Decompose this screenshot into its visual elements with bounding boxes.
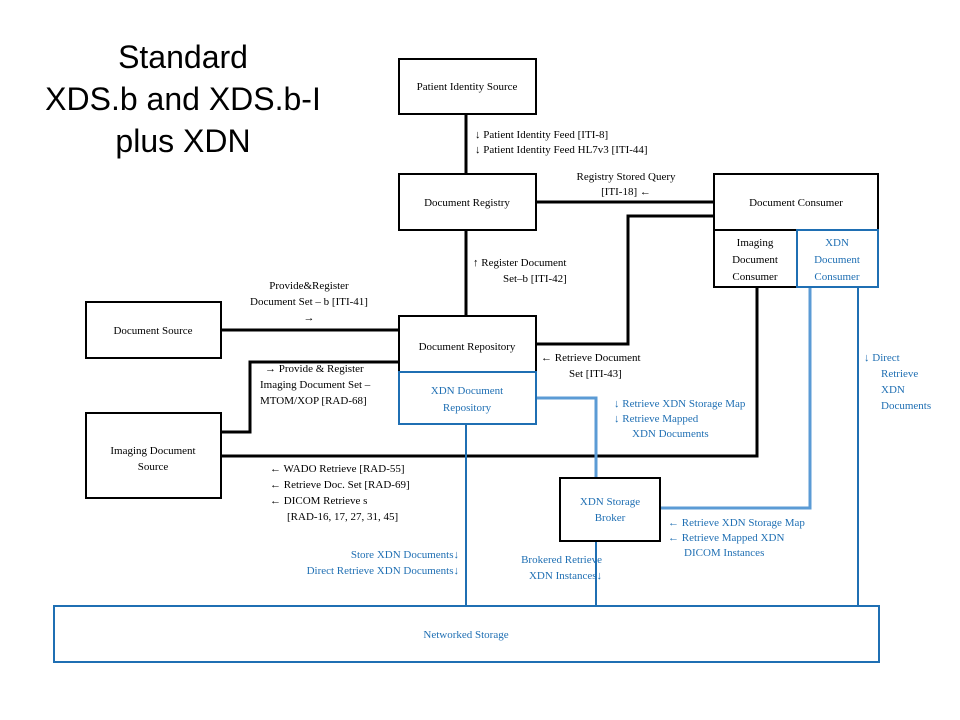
xdn-document-consumer-line-2: Document [814, 254, 860, 266]
label-provide-register-3: → [304, 312, 315, 324]
label-retrieve-xdn-storage-map-2c: DICOM Instances [684, 547, 764, 559]
label-store-xdn-documents-1: Store XDN Documents↓ [351, 549, 459, 561]
label-wado-retrieve-2: ← Retrieve Doc. Set [RAD-69] [270, 479, 410, 491]
document-source-label: Document Source [113, 325, 192, 337]
xdn-storage-broker-line-2: Broker [595, 512, 626, 524]
box-document-consumer: Document Consumer Imaging Document Consu… [713, 173, 879, 288]
label-retrieve-document-set-2: Set [ITI-43] [569, 368, 622, 380]
imaging-document-consumer-line-1: Imaging [737, 237, 774, 249]
diagram-title-line-2: XDS.b and XDS.b-I [45, 81, 321, 117]
xdn-document-repository-line-2: Repository [443, 402, 492, 414]
label-brokered-retrieve-1: Brokered Retrieve [521, 554, 602, 566]
imaging-document-source-line-1: Imaging Document [110, 445, 195, 457]
label-wado-retrieve-3: ← DICOM Retrieve s [270, 495, 367, 507]
label-registry-stored-query-1: Registry Stored Query [577, 171, 676, 183]
label-store-xdn-documents-2: Direct Retrieve XDN Documents↓ [307, 565, 459, 577]
label-brokered-retrieve-2: XDN Instances↓ [529, 570, 602, 582]
imaging-document-consumer-line-2: Document [732, 254, 778, 266]
label-direct-retrieve-xdn-3: XDN [881, 384, 905, 396]
label-provide-register-1: Provide&Register [269, 280, 349, 292]
diagram-title-line-3: plus XDN [115, 123, 250, 159]
label-retrieve-xdn-storage-map-2a: ← Retrieve XDN Storage Map [668, 517, 805, 529]
document-repository-label: Document Repository [419, 341, 516, 353]
xdn-document-consumer-line-3: Consumer [814, 271, 860, 283]
label-provide-register-imaging-1: → Provide & Register [265, 363, 364, 375]
document-registry-label: Document Registry [424, 197, 510, 209]
label-direct-retrieve-xdn-1: ↓ Direct [864, 352, 900, 364]
label-retrieve-xdn-storage-map-2b: ← Retrieve Mapped XDN [668, 532, 784, 544]
label-patient-identity-feed-1: ↓ Patient Identity Feed [ITI-8] [475, 129, 608, 141]
box-document-registry: Document Registry [398, 173, 537, 231]
label-retrieve-xdn-storage-map-1c: XDN Documents [632, 428, 709, 440]
line-imgsource-repository [221, 360, 399, 434]
label-direct-retrieve-xdn-4: Documents [881, 400, 931, 412]
label-provide-register-2: Document Set – b [ITI-41] [250, 296, 368, 308]
box-document-repository: Document Repository XDN Document Reposit… [398, 315, 537, 425]
connectors-black [221, 114, 759, 458]
label-provide-register-imaging-3: MTOM/XOP [RAD-68] [260, 395, 367, 407]
label-registry-stored-query-2: [ITI-18] ← [601, 186, 651, 198]
label-provide-register-imaging-2: Imaging Document Set – [260, 379, 371, 391]
label-retrieve-xdn-storage-map-1a: ↓ Retrieve XDN Storage Map [614, 398, 746, 410]
box-imaging-document-source: Imaging Document Source [85, 412, 222, 499]
diagram-title-line-1: Standard [118, 39, 248, 75]
box-patient-identity-source: Patient Identity Source [398, 58, 537, 115]
xdn-document-consumer-line-1: XDN [825, 237, 849, 249]
label-patient-identity-feed-2: ↓ Patient Identity Feed HL7v3 [ITI-44] [475, 144, 648, 156]
line-repository-consumer [536, 214, 714, 346]
line-broker-xdnconsumer [660, 287, 812, 510]
line-imgsource-imgconsumer [221, 287, 759, 458]
imaging-document-consumer-line-3: Consumer [732, 271, 778, 283]
xdn-storage-broker-line-1: XDN Storage [580, 496, 640, 508]
networked-storage-label: Networked Storage [423, 629, 508, 641]
label-direct-retrieve-xdn-2: Retrieve [881, 368, 918, 380]
patient-identity-source-label: Patient Identity Source [417, 81, 518, 93]
document-consumer-label: Document Consumer [749, 197, 843, 209]
imaging-document-source-line-2: Source [138, 461, 169, 473]
box-networked-storage: Networked Storage [53, 605, 880, 663]
xdn-document-repository-line-1: XDN Document [431, 385, 503, 397]
connectors-blue [536, 287, 812, 510]
box-document-source: Document Source [85, 301, 222, 359]
label-wado-retrieve-4: [RAD-16, 17, 27, 31, 45] [287, 511, 398, 523]
label-register-document-2: Set–b [ITI-42] [503, 273, 567, 285]
line-xdnrepo-broker [536, 396, 598, 478]
label-retrieve-xdn-storage-map-1b: ↓ Retrieve Mapped [614, 413, 699, 425]
box-xdn-storage-broker: XDN Storage Broker [559, 477, 661, 542]
label-register-document-1: ↑ Register Document [473, 257, 566, 269]
connectors-blue-dark [465, 287, 859, 606]
label-wado-retrieve-1: ← WADO Retrieve [RAD-55] [270, 463, 405, 475]
label-retrieve-document-set-1: ← Retrieve Document [541, 352, 641, 364]
